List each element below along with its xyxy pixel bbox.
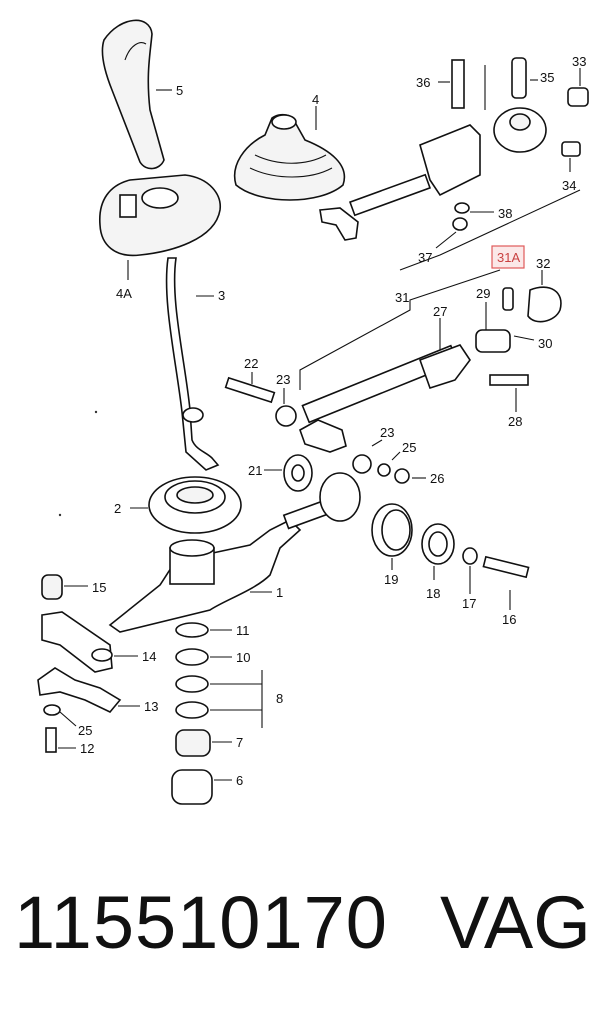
callout-19: 19 <box>384 572 398 587</box>
callout-2: 2 <box>114 501 121 516</box>
callout-31a: 31A <box>497 250 520 265</box>
callout-33: 33 <box>572 54 586 69</box>
shift-lever <box>165 257 220 471</box>
callout-32: 32 <box>536 256 550 271</box>
callout-5: 5 <box>176 83 183 98</box>
callout-26: 26 <box>430 471 444 486</box>
nut-37 <box>452 217 468 231</box>
washer-38 <box>454 202 470 214</box>
lever-housing <box>108 519 302 633</box>
callout-12: 12 <box>80 741 94 756</box>
gear-boot <box>233 113 346 201</box>
callout-3: 3 <box>218 288 225 303</box>
sleeve-35 <box>511 57 527 99</box>
pin-33 <box>567 87 589 107</box>
callout-27: 27 <box>433 304 447 319</box>
callout-25-right: 25 <box>402 440 416 455</box>
bush-23-right <box>352 454 372 474</box>
callout-31a-highlight <box>491 245 525 269</box>
callout-28: 28 <box>508 414 522 429</box>
bolt-34 <box>561 141 581 157</box>
bolt-16 <box>482 555 530 579</box>
callout-16: 16 <box>502 612 516 627</box>
callout-11: 11 <box>236 623 250 638</box>
knob-base-4a <box>99 174 221 257</box>
callout-30: 30 <box>538 336 552 351</box>
callout-22: 22 <box>244 356 258 371</box>
callout-18: 18 <box>426 586 440 601</box>
gear-knob <box>101 19 165 170</box>
callout-1: 1 <box>276 585 283 600</box>
callout-36: 36 <box>416 75 430 90</box>
selector-lever-14 <box>41 611 113 673</box>
washer-25-right <box>377 463 391 477</box>
selector-shaft <box>282 472 361 530</box>
callout-38: 38 <box>498 206 512 221</box>
callout-23-left: 23 <box>276 372 290 387</box>
callout-10: 10 <box>236 650 250 665</box>
callout-21: 21 <box>248 463 262 478</box>
clamp-bracket <box>319 207 359 241</box>
callout-37: 37 <box>418 250 432 265</box>
bush-6 <box>171 769 213 805</box>
bolt-12 <box>45 727 57 753</box>
callout-17: 17 <box>462 596 476 611</box>
washer-17 <box>462 547 478 565</box>
exploded-parts-diagram: 5 4 4A 3 2 1 15 <box>37 19 589 805</box>
callout-6: 6 <box>236 773 243 788</box>
bush-23-left <box>275 405 297 427</box>
callout-34: 34 <box>562 178 576 193</box>
clip-32 <box>527 286 562 323</box>
link-rod <box>348 173 432 217</box>
callout-35: 35 <box>540 70 554 85</box>
callout-7: 7 <box>236 735 243 750</box>
bolt-28 <box>489 374 529 386</box>
callout-13: 13 <box>144 699 158 714</box>
yoke <box>419 124 481 197</box>
part-number: 115510170 <box>14 881 388 964</box>
ball-cup <box>148 476 242 534</box>
ring-10 <box>175 648 209 666</box>
callout-14: 14 <box>142 649 156 664</box>
circlip-11 <box>175 622 209 638</box>
shift-rod-assembly-31 <box>299 344 471 453</box>
joint-30 <box>475 329 511 353</box>
washer-25 <box>43 704 61 716</box>
pin-29 <box>502 287 514 311</box>
callout-25-left: 25 <box>78 723 92 738</box>
brand-name: VAG <box>440 881 591 964</box>
speck <box>94 410 98 414</box>
bolt-36 <box>451 59 465 109</box>
bush-7 <box>175 729 211 757</box>
ring-8a <box>175 675 209 693</box>
callout-8: 8 <box>276 691 283 706</box>
callout-4: 4 <box>312 92 319 107</box>
bracket-13 <box>37 667 122 713</box>
callout-29: 29 <box>476 286 490 301</box>
callout-15: 15 <box>92 580 106 595</box>
bolt-22 <box>224 376 276 404</box>
footer: 115510170 VAG <box>0 880 600 1000</box>
callout-31: 31 <box>395 290 409 305</box>
ring-8b <box>175 701 209 719</box>
callout-4a: 4A <box>116 286 132 301</box>
callout-23-right: 23 <box>380 425 394 440</box>
speck <box>58 513 62 517</box>
bush-15 <box>41 574 63 600</box>
nut-26 <box>394 468 410 484</box>
